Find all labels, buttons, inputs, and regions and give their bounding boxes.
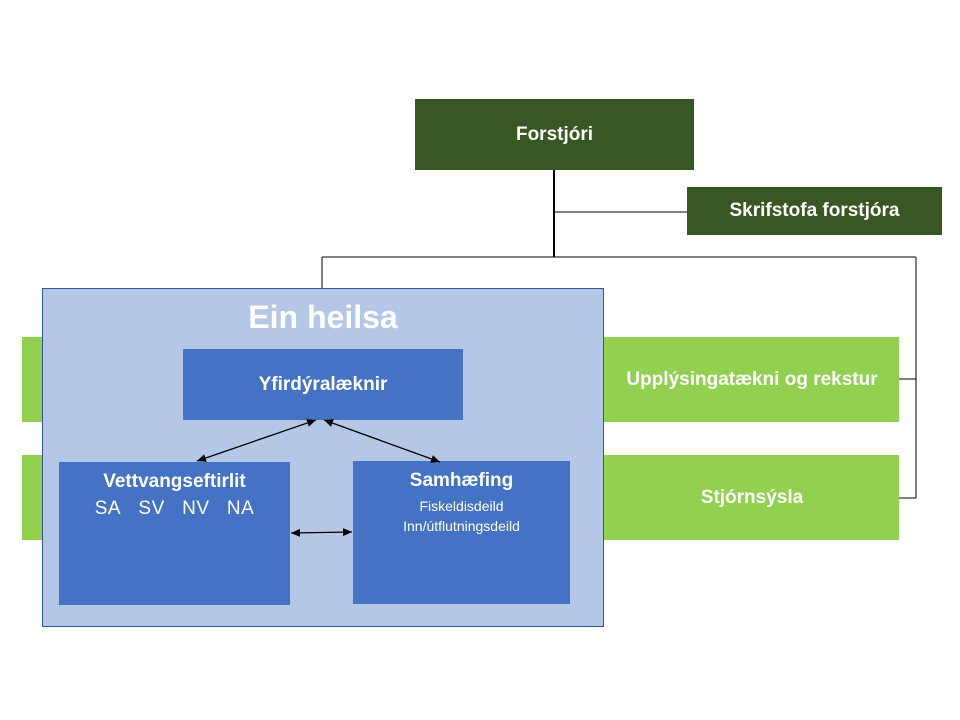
- region-item: NA: [226, 498, 255, 519]
- field-inspection-title: Vettvangseftirlit: [103, 471, 246, 492]
- department-item: Fiskeldisdeild: [419, 498, 504, 514]
- region-item: NV: [182, 498, 210, 519]
- chief-vet-label: Yfirdýralæknir: [258, 373, 388, 395]
- office-box: Skrifstofa forstjóra: [687, 187, 942, 235]
- one-health-title: Ein heilsa: [248, 298, 398, 335]
- director-box: Forstjóri: [415, 99, 694, 170]
- band-it-label: Upplýsingatækni og rekstur: [626, 368, 878, 390]
- field-inspection-box: Vettvangseftirlit SA SV NV NA: [59, 462, 290, 605]
- office-label: Skrifstofa forstjóra: [729, 200, 900, 221]
- coordination-title: Samhæfing: [409, 470, 514, 491]
- region-item: SV: [138, 498, 165, 519]
- director-label: Forstjóri: [515, 123, 594, 145]
- coordination-box: Samhæfing Fiskeldisdeild Inn/útflutnings…: [353, 461, 570, 604]
- region-list: SA SV NV NA: [59, 498, 290, 520]
- chief-vet-box: Yfirdýralæknir: [183, 349, 463, 420]
- department-item: Inn/útflutningsdeild: [403, 518, 520, 534]
- region-item: SA: [94, 498, 122, 519]
- band-admin-label: Stjórnsýsla: [700, 486, 804, 508]
